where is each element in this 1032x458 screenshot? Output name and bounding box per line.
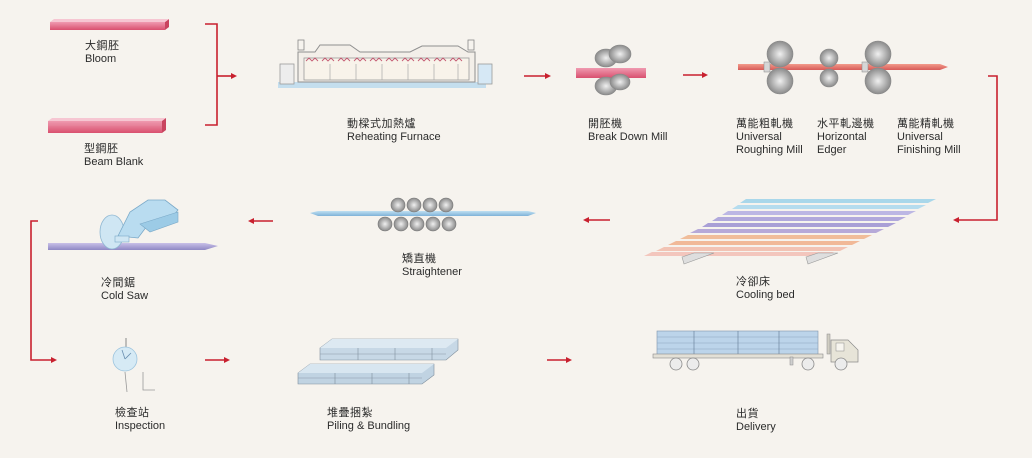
label-zh: 矯直機	[402, 253, 437, 265]
arrow-head-5	[583, 217, 589, 223]
step-label-universal-roughing-mill: 萬能粗軋機 Universal Roughing Mill	[736, 118, 803, 157]
arrow-head-7	[51, 357, 57, 363]
arrow-head-6	[248, 218, 254, 224]
label-zh: 大鋼胚	[85, 40, 120, 52]
step-label-straightener: 矯直機 Straightener	[402, 253, 462, 279]
piling-bundling-illustration	[297, 338, 459, 385]
label-zh: 檢查站	[115, 407, 150, 419]
label-zh: 型鋼胚	[84, 143, 119, 155]
connector-right	[958, 75, 998, 221]
label-zh: 萬能精軋機	[897, 118, 955, 130]
label-en-line2: Edger	[817, 144, 847, 156]
label-en: Piling & Bundling	[327, 420, 411, 432]
label-en: Bloom	[85, 53, 117, 65]
label-zh: 堆疊捆紮	[327, 407, 373, 419]
arrow-head-9	[566, 357, 572, 363]
step-label-horizontal-edger: 水平軋邊機 Horizontal Edger	[817, 118, 875, 157]
step-label-break-down-mill: 開胚機 Break Down Mill	[588, 118, 667, 144]
step-label-beam-blank: 型鋼胚 Beam Blank	[84, 143, 143, 169]
label-en: Universal	[897, 131, 943, 143]
label-en-line2: Roughing Mill	[736, 144, 803, 156]
label-en: Beam Blank	[84, 156, 144, 168]
universal-mills-illustration	[738, 40, 948, 95]
bloom-illustration	[50, 19, 169, 30]
label-zh: 開胚機	[588, 118, 623, 130]
label-en: Cold Saw	[101, 290, 149, 302]
cold-saw-illustration	[48, 199, 218, 250]
step-label-cold-saw: 冷間鋸 Cold Saw	[101, 277, 148, 303]
step-label-universal-finishing-mill: 萬能精軋機 Universal Finishing Mill	[897, 118, 961, 157]
step-label-piling-bundling: 堆疊捆紮 Piling & Bundling	[327, 407, 410, 433]
label-en: Reheating Furnace	[347, 131, 441, 143]
cooling-bed-illustration	[644, 199, 936, 265]
label-en: Universal	[736, 131, 782, 143]
step-label-delivery: 出貨 Delivery	[736, 408, 776, 434]
arrow-head-2	[545, 73, 551, 79]
step-label-inspection: 檢查站 Inspection	[115, 407, 165, 433]
connector-left	[30, 220, 52, 361]
arrow-head-3	[702, 72, 708, 78]
label-zh: 水平軋邊機	[817, 118, 875, 130]
label-zh: 冷卻床	[736, 276, 771, 288]
label-en: Delivery	[736, 421, 776, 433]
reheating-furnace-illustration	[278, 39, 493, 88]
step-label-bloom: 大鋼胚 Bloom	[85, 40, 120, 66]
step-label-cooling-bed: 冷卻床 Cooling bed	[736, 276, 795, 302]
arrow-head-8	[224, 357, 230, 363]
delivery-truck-illustration	[652, 330, 859, 371]
label-en-line2: Finishing Mill	[897, 144, 961, 156]
label-en: Cooling bed	[736, 289, 795, 301]
label-zh: 冷間鋸	[101, 277, 136, 289]
step-label-reheating-furnace: 動樑式加熱爐 Reheating Furnace	[347, 118, 441, 144]
label-en: Straightener	[402, 266, 462, 278]
beam-blank-illustration	[48, 118, 166, 133]
arrow-head-4	[953, 217, 959, 223]
label-en: Break Down Mill	[588, 131, 668, 143]
label-zh: 萬能粗軋機	[736, 118, 794, 130]
label-zh: 出貨	[736, 408, 759, 420]
label-zh: 動樑式加熱爐	[347, 118, 416, 130]
bracket-connector-1	[205, 23, 233, 126]
arrow-head-1	[231, 73, 237, 79]
label-en: Inspection	[115, 420, 166, 432]
inspection-illustration	[112, 338, 155, 393]
break-down-mill-illustration	[576, 44, 646, 96]
label-en: Horizontal	[817, 131, 867, 143]
straightener-illustration	[310, 197, 536, 232]
